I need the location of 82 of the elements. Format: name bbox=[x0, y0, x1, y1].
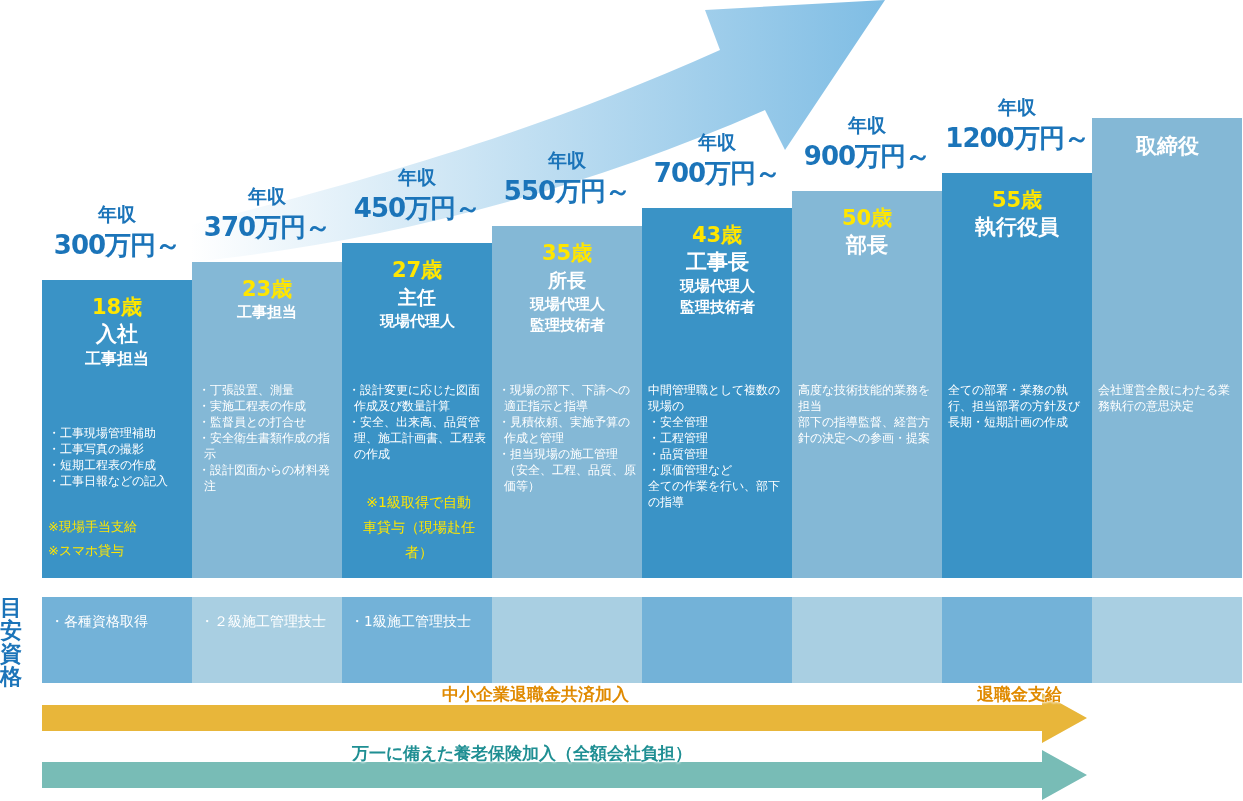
qualification-cell bbox=[492, 597, 642, 683]
job-title: 工事担当 bbox=[236, 302, 298, 323]
duty-text: ・工事現場管理補助 bbox=[48, 425, 157, 441]
qualification-cell: ・２級施工管理技士 bbox=[192, 597, 342, 683]
section-label: 目安資格 bbox=[0, 596, 23, 688]
duty-text: 全ての作業を行い、部下の指導 bbox=[648, 478, 781, 510]
job-title: 入社 bbox=[95, 321, 139, 348]
career-column bbox=[642, 208, 792, 578]
job-title: 工事長 bbox=[684, 249, 750, 276]
age-label: 50歳 bbox=[840, 205, 894, 231]
salary-caption: 年収 bbox=[247, 184, 287, 209]
job-title: 主任 bbox=[397, 285, 437, 310]
job-title: 現場代理人 bbox=[528, 294, 606, 315]
qualification-cell bbox=[642, 597, 792, 683]
salary-amount: 450万円～ bbox=[352, 192, 482, 225]
duty-text: ・担当現場の施工管理（安全、工程、品質、原価等） bbox=[498, 446, 637, 494]
duty-text: ・安全管理 bbox=[648, 414, 709, 430]
duty-text: ・見積依頼、実施予算の作成と管理 bbox=[498, 414, 631, 446]
salary-caption: 年収 bbox=[997, 95, 1037, 120]
age-label: 55歳 bbox=[990, 187, 1044, 213]
duty-text: ・丁張設置、測量 bbox=[198, 382, 295, 398]
benefit-note: ※スマホ貸与 bbox=[48, 542, 125, 560]
salary-caption: 年収 bbox=[397, 165, 437, 190]
career-column bbox=[792, 191, 942, 578]
band-label: 万一に備えた養老保険加入（全額会社負担） bbox=[352, 742, 692, 765]
duty-text: ・安全、出来高、品質管理、施工計画書、工程表の作成 bbox=[348, 414, 487, 462]
duty-text: 会社運営全般にわたる業務執行の意思決定 bbox=[1098, 382, 1231, 414]
duty-text: ・工程管理 bbox=[648, 430, 709, 446]
duty-text: 高度な技術技能的業務を担当 bbox=[798, 382, 931, 414]
duty-text: ・設計変更に応じた図面作成及び数量計算 bbox=[348, 382, 481, 414]
benefit-note: ※1級取得で自動車貸与（現場赴任者） bbox=[362, 493, 475, 562]
qualification-cell: ・各種資格取得 bbox=[42, 597, 192, 683]
duty-text: ・実施工程表の作成 bbox=[198, 398, 307, 414]
salary-amount: 1200万円～ bbox=[944, 122, 1090, 155]
career-column bbox=[192, 262, 342, 578]
duty-text: ・安全衛生書類作成の指示 bbox=[198, 430, 331, 462]
job-title: 部長 bbox=[844, 232, 889, 259]
qualification-cell: ・1級施工管理技士 bbox=[342, 597, 492, 683]
qualification-cell bbox=[942, 597, 1092, 683]
qualification-cell bbox=[792, 597, 942, 683]
job-title: 取締役 bbox=[1134, 133, 1200, 160]
age-label: 23歳 bbox=[240, 276, 294, 302]
career-column bbox=[942, 173, 1092, 578]
salary-amount: 370万円～ bbox=[202, 211, 332, 244]
salary-amount: 300万円～ bbox=[52, 229, 182, 262]
duty-text: ・設計図面からの材料発注 bbox=[198, 462, 331, 494]
salary-amount: 550万円～ bbox=[502, 175, 632, 208]
salary-amount: 900万円～ bbox=[802, 140, 932, 173]
age-label: 35歳 bbox=[540, 240, 594, 266]
band-label: 中小企業退職金共済加入 bbox=[442, 683, 629, 706]
duty-text: 全ての部署・業務の執行、担当部署の方針及び長期・短期計画の作成 bbox=[948, 382, 1081, 430]
duty-text: ・工事日報などの記入 bbox=[48, 473, 169, 489]
job-title: 監理技術者 bbox=[528, 315, 606, 336]
age-label: 43歳 bbox=[690, 222, 744, 248]
salary-caption: 年収 bbox=[97, 202, 137, 227]
career-column bbox=[42, 280, 192, 578]
band-label: 退職金支給 bbox=[977, 683, 1062, 706]
job-title: 工事担当 bbox=[84, 348, 150, 369]
age-label: 27歳 bbox=[390, 257, 444, 283]
duty-text: ・監督員との打合せ bbox=[198, 414, 307, 430]
duty-text: ・短期工程表の作成 bbox=[48, 457, 157, 473]
salary-caption: 年収 bbox=[547, 148, 587, 173]
job-title: 監理技術者 bbox=[678, 297, 756, 318]
salary-caption: 年収 bbox=[847, 113, 887, 138]
job-title: 現場代理人 bbox=[678, 276, 756, 297]
duty-text: 中間管理職として複数の現場の bbox=[648, 382, 781, 414]
job-title: 執行役員 bbox=[974, 214, 1060, 241]
duty-text: ・品質管理 bbox=[648, 446, 709, 462]
career-column bbox=[492, 226, 642, 578]
duty-text: ・現場の部下、下請への適正指示と指導 bbox=[498, 382, 631, 414]
salary-amount: 700万円～ bbox=[652, 157, 782, 190]
duty-text: ・原価管理など bbox=[648, 462, 733, 478]
job-title: 所長 bbox=[547, 268, 587, 293]
qualification-cell bbox=[1092, 597, 1242, 683]
job-title: 現場代理人 bbox=[378, 311, 456, 332]
career-column bbox=[1092, 118, 1242, 578]
age-label: 18歳 bbox=[90, 294, 144, 320]
career-column bbox=[342, 243, 492, 578]
duty-text: 部下の指導監督、経営方針の決定への参画・提案 bbox=[798, 414, 931, 446]
duty-text: ・工事写真の撮影 bbox=[48, 441, 145, 457]
benefit-note: ※現場手当支給 bbox=[48, 518, 138, 536]
salary-caption: 年収 bbox=[697, 130, 737, 155]
